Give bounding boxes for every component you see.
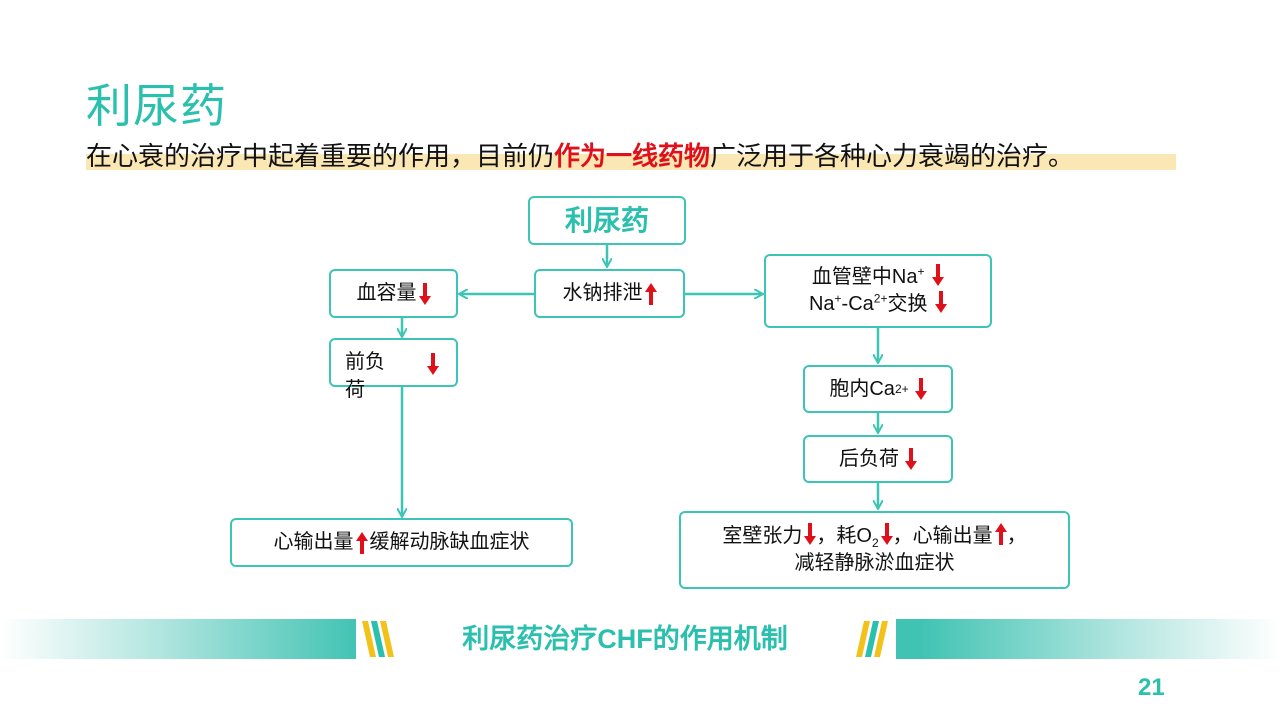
right-line1-a: 室壁张力 (722, 525, 803, 547)
red-up-arrow-icon (355, 531, 368, 554)
sup-plus: + (834, 291, 842, 306)
red-down-arrow-icon (418, 282, 431, 305)
box-left-result: 心输出量 缓解动脉缺血症状 (230, 518, 573, 567)
subtitle-text: 在心衰的治疗中起着重要的作用，目前仍作为一线药物广泛用于各种心力衰竭的治疗。 (86, 136, 1074, 173)
right-result-line-2: 减轻静脉淤血症状 (794, 552, 955, 574)
red-down-arrow-icon (914, 378, 927, 400)
right-line1-c: ，心输出量 (892, 525, 993, 547)
vessel-line1-text: 血管壁中Na (811, 266, 918, 288)
red-down-arrow-icon (935, 291, 948, 313)
vessel-line2-exchange: 交换 (887, 293, 928, 315)
vessel-line2-ca: -Ca (841, 293, 874, 315)
right-line1-d: ， (1006, 525, 1027, 547)
sup-2plus: 2+ (873, 291, 888, 306)
banner-center (356, 619, 896, 659)
subtitle-emphasis: 作为一线药物 (554, 141, 711, 171)
box-diuretic: 利尿药 (528, 196, 686, 245)
sub-2: 2 (871, 536, 879, 550)
stripe-decoration-icon (856, 621, 888, 657)
right-line1-b: ，耗O (816, 525, 872, 547)
red-down-arrow-icon (932, 264, 945, 286)
box-blood-volume: 血容量 (329, 269, 458, 318)
red-up-arrow-icon (994, 523, 1007, 545)
red-down-arrow-icon (427, 353, 439, 375)
box-diuretic-label: 利尿药 (564, 205, 649, 236)
sup-plus: + (917, 264, 925, 279)
box-right-result: 室壁张力 ，耗O2 ，心输出量 ， 减轻静脉淤血症状 (679, 511, 1070, 589)
red-up-arrow-icon (644, 282, 657, 305)
vessel-line-2: Na+-Ca2+交换 (808, 291, 948, 318)
subtitle-highlight (86, 154, 1176, 170)
box-sodium-excretion: 水钠排泄 (534, 269, 685, 318)
preload-label: 前负荷 (345, 351, 385, 401)
intracell-label: 胞内Ca (829, 377, 895, 400)
slide-title: 利尿药 (86, 80, 227, 132)
footer-banner: 利尿药治疗CHF的作用机制 (0, 619, 1280, 659)
blood-volume-label: 血容量 (356, 282, 417, 304)
red-down-arrow-icon (804, 523, 817, 545)
subtitle: 在心衰的治疗中起着重要的作用，目前仍作为一线药物广泛用于各种心力衰竭的治疗。 (86, 136, 1176, 173)
right-result-line-1: 室壁张力 ，耗O2 ，心输出量 ， (722, 523, 1027, 550)
sodium-label: 水钠排泄 (562, 282, 643, 304)
subtitle-after: 广泛用于各种心力衰竭的治疗。 (710, 141, 1075, 171)
left-result-a: 心输出量 (273, 531, 354, 553)
box-afterload: 后负荷 (803, 435, 953, 483)
stripe-decoration-icon (362, 621, 394, 657)
box-preload: 前负荷 (329, 338, 458, 401)
vessel-line-1: 血管壁中Na+ (811, 264, 945, 291)
vessel-line2-na: Na (808, 293, 835, 315)
page-number: 21 (1138, 674, 1165, 701)
left-result-b: 缓解动脉缺血症状 (369, 531, 530, 553)
subtitle-before: 在心衰的治疗中起着重要的作用，目前仍 (86, 141, 555, 171)
afterload-label: 后负荷 (839, 447, 899, 470)
box-vessel-wall: 血管壁中Na+ Na+-Ca2+交换 (764, 254, 992, 328)
banner-title: 利尿药治疗CHF的作用机制 (462, 624, 788, 654)
red-down-arrow-icon (905, 448, 917, 470)
red-down-arrow-icon (880, 523, 893, 545)
